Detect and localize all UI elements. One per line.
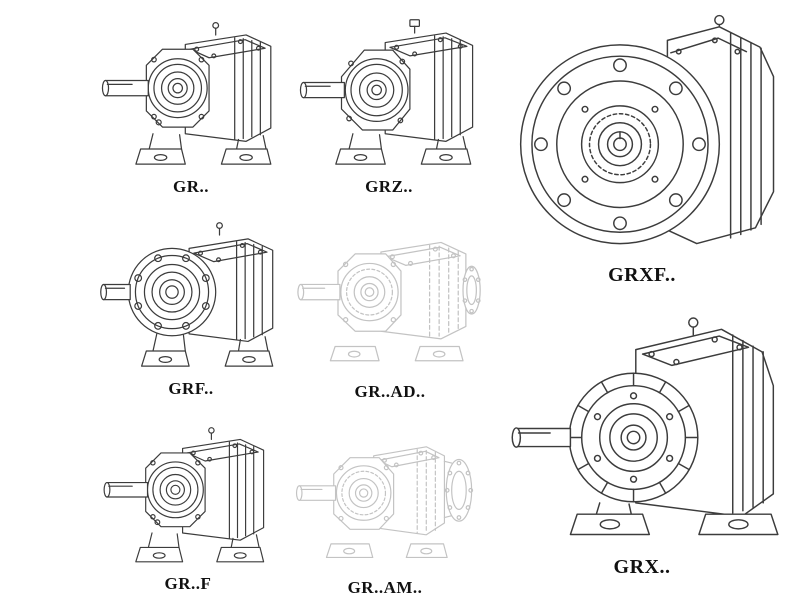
- label-gr: GR..: [173, 177, 209, 196]
- gearbox-drawing-grx: [498, 300, 786, 548]
- figure-grx: GRX..: [498, 300, 786, 579]
- label-grxf: GRXF..: [608, 264, 676, 286]
- figure-grz: GRZ..: [294, 10, 484, 197]
- figure-gr: GR..: [96, 10, 286, 197]
- figure-gr-ad: GR..AD..: [292, 210, 488, 402]
- gearbox-drawing-gr-f: [98, 416, 278, 569]
- gearbox-drawing-gr-ad: [292, 210, 488, 377]
- label-gr-ad: GR..AD..: [354, 382, 426, 401]
- gearbox-drawing-grf: [96, 212, 286, 374]
- gearbox-drawing-grxf: [498, 2, 786, 256]
- figure-grf: GRF..: [96, 212, 286, 399]
- figure-gr-f: GR..F: [98, 416, 278, 594]
- gearbox-drawing-grz: [294, 10, 484, 172]
- label-gr-am: GR..AM..: [347, 578, 423, 597]
- label-gr-f: GR..F: [164, 574, 212, 593]
- label-grf: GRF..: [168, 379, 214, 398]
- label-grx: GRX..: [613, 556, 671, 578]
- gearbox-drawing-gr-am: [292, 414, 478, 573]
- label-grz: GRZ..: [365, 177, 413, 196]
- gearbox-drawing-gr: [96, 10, 286, 172]
- figure-grxf: GRXF..: [498, 2, 786, 287]
- figure-gr-am: GR..AM..: [292, 414, 478, 598]
